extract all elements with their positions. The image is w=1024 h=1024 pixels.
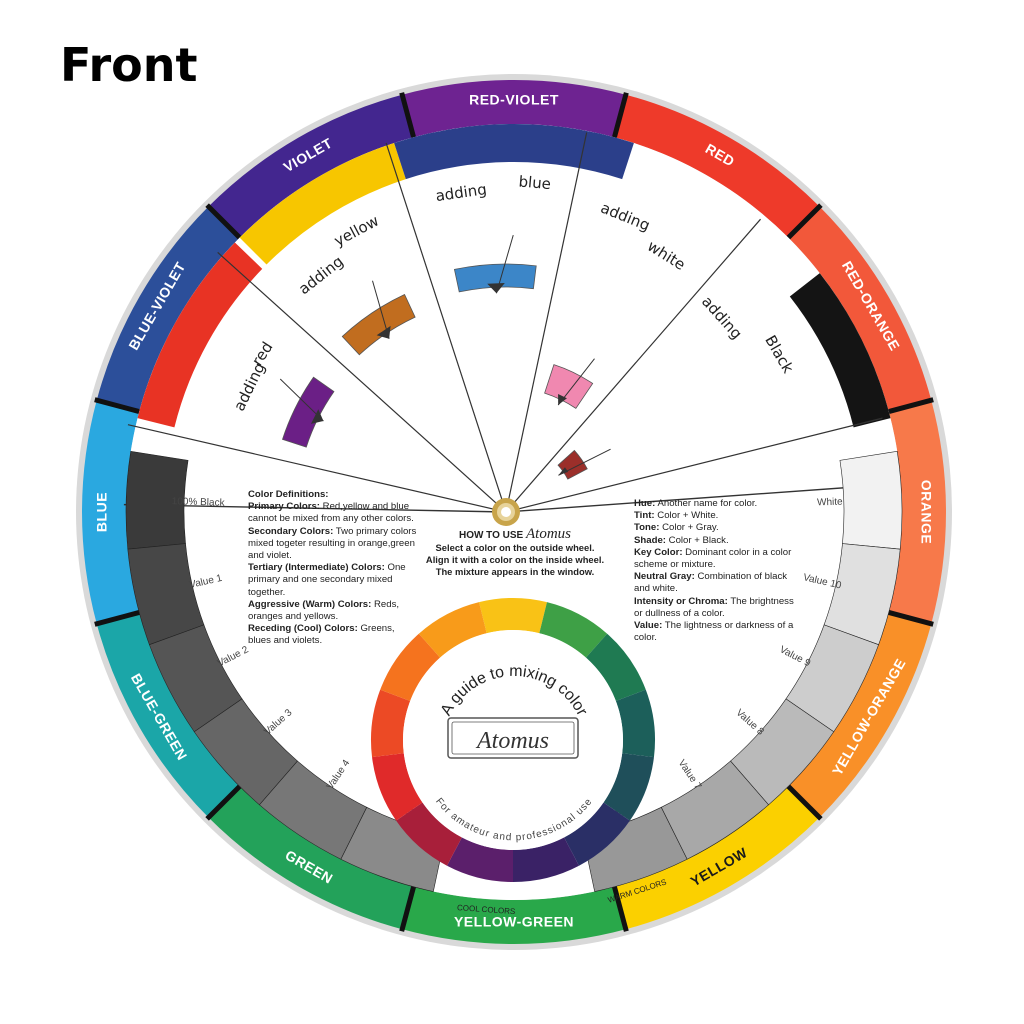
ring-divider xyxy=(612,886,629,932)
ring-note: COOL COLORS xyxy=(457,903,516,916)
guide-wheel-segment xyxy=(380,633,441,701)
definition-item: Primary Colors: Red,yellow and blue cann… xyxy=(248,501,414,525)
gray-value-label: White xyxy=(817,497,843,509)
guide-wheel-segment xyxy=(396,802,462,866)
color-flap xyxy=(137,242,263,428)
how-to-line: Select a color on the outside wheel. xyxy=(435,542,595,553)
center-logo: Atomus xyxy=(447,717,579,759)
ring-divider xyxy=(786,784,823,821)
ring-label: YELLOW-GREEN xyxy=(454,914,574,930)
mixing-window xyxy=(341,293,416,356)
color-flap xyxy=(394,123,634,180)
center-rivet-icon[interactable] xyxy=(492,498,520,526)
ring-segment[interactable] xyxy=(614,786,820,930)
glossary-item: Shade: Color + Black. xyxy=(634,534,729,546)
sector-line xyxy=(505,218,762,513)
guide-wheel-segment xyxy=(513,837,579,882)
guide-wheel-segment xyxy=(447,837,513,882)
ring-segment[interactable] xyxy=(208,94,414,238)
glossary-item: Tone: Color + Gray. xyxy=(634,522,719,534)
glossary-item: Value: The lightness or darkness of a co… xyxy=(634,620,794,644)
color-glossary: Hue: Another name for color.Tint: Color … xyxy=(634,498,794,644)
gray-swatch xyxy=(259,760,368,860)
glossary-item: Hue: Another name for color. xyxy=(634,498,758,509)
mixing-window xyxy=(281,376,335,448)
arrow-head-icon xyxy=(310,409,324,424)
how-to-line: The mixture appears in the window. xyxy=(435,566,595,577)
sector-line xyxy=(217,251,507,513)
ring-divider xyxy=(94,610,140,627)
ring-divider xyxy=(786,203,823,240)
definition-item: Aggressive (Warm) Colors: Reds, oranges … xyxy=(248,598,400,623)
page-title: Front xyxy=(60,38,198,92)
how-to-line: Align it with a color on the inside whee… xyxy=(425,554,605,565)
guide-wheel-segment xyxy=(603,753,654,821)
how-to-use: HOW TO USE Atomus Select a color on the … xyxy=(420,526,610,578)
guide-wheel-segment xyxy=(615,689,655,758)
ring-segment[interactable] xyxy=(614,94,820,238)
guide-wheel-segment xyxy=(585,633,646,701)
gray-swatch xyxy=(127,543,205,646)
sector-line xyxy=(505,417,883,513)
color-flap xyxy=(789,273,891,428)
horizon-line xyxy=(505,483,889,513)
ring-segment[interactable] xyxy=(402,886,626,944)
ring-divider xyxy=(888,610,934,627)
ring-segment[interactable] xyxy=(208,786,414,930)
ring-label: RED-VIOLET xyxy=(469,92,559,108)
arrow-head-icon xyxy=(558,393,567,406)
how-to-title: HOW TO USE xyxy=(458,530,524,541)
definitions-heading: Color Definitions: xyxy=(248,489,329,500)
ring-divider xyxy=(612,92,629,138)
gray-swatch xyxy=(149,624,243,733)
glossary-item: Tint: Color + White. xyxy=(634,510,719,522)
guide-wheel-segment xyxy=(418,602,487,658)
ring-divider xyxy=(399,886,416,932)
guide-wheel-segment xyxy=(539,602,608,658)
mixing-window xyxy=(453,263,537,293)
ring-label: ORANGE xyxy=(918,480,934,544)
glossary-item: Neutral Gray: Combination of black and w… xyxy=(634,571,788,595)
ring-segment[interactable] xyxy=(96,206,240,412)
guide-wheel-segment xyxy=(564,802,630,866)
mixing-window xyxy=(544,364,594,409)
definition-item: Tertiary (Intermediate) Colors: One prim… xyxy=(248,562,406,598)
guide-wheel-segment xyxy=(372,753,423,821)
definition-item: Secondary Colors: Two primary colors mix… xyxy=(248,525,417,562)
sector-line xyxy=(127,424,507,513)
ring-divider xyxy=(888,397,934,414)
sector-line xyxy=(505,132,588,513)
arrow-head-icon xyxy=(487,283,505,294)
horizon-line xyxy=(123,503,507,513)
ring-segment[interactable] xyxy=(788,612,932,818)
mixing-label: blue xyxy=(518,172,552,193)
ring-divider xyxy=(94,397,140,414)
glossary-item: Intensity or Chroma: The brightness or d… xyxy=(634,595,794,619)
ring-divider xyxy=(205,784,242,821)
glossary-item: Key Color: Dominant color in a color sch… xyxy=(634,546,792,571)
ring-segment[interactable] xyxy=(96,612,240,818)
ring-label: BLUE xyxy=(94,492,110,532)
ring-divider xyxy=(205,203,242,240)
arrow-head-icon xyxy=(376,325,391,339)
ring-divider xyxy=(399,92,416,138)
gray-swatch xyxy=(125,450,189,550)
ring-segment[interactable] xyxy=(888,400,946,624)
color-flap xyxy=(239,142,406,265)
sector-line xyxy=(385,142,507,513)
gray-swatch xyxy=(193,698,298,806)
definition-item: Receding (Cool) Colors: Greens, blues an… xyxy=(248,623,395,647)
center-brand-text: Atomus xyxy=(475,728,549,754)
guide-wheel-segment xyxy=(479,598,547,634)
gray-value-label: 100% Black xyxy=(172,496,226,509)
color-definitions: Color Definitions: Primary Colors: Red,y… xyxy=(248,489,418,648)
ring-segment[interactable] xyxy=(81,400,140,624)
ring-segment[interactable] xyxy=(402,80,626,138)
gray-swatch xyxy=(839,450,903,550)
how-to-brand: Atomus xyxy=(526,526,572,542)
ring-segment[interactable] xyxy=(788,206,932,412)
arrow-head-icon xyxy=(558,467,569,476)
guide-wheel-segment xyxy=(371,689,411,758)
